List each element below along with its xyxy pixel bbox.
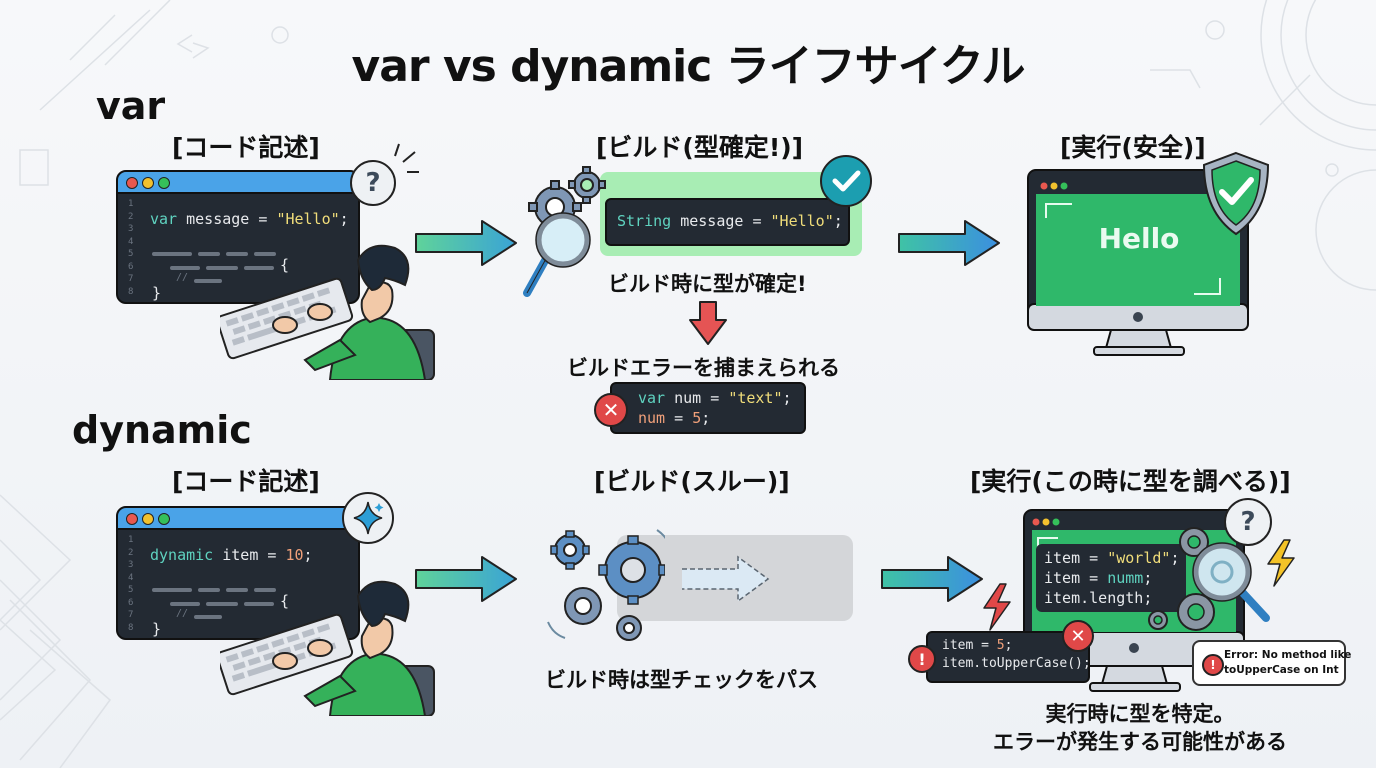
alert-icon: ! (908, 645, 936, 673)
code-placeholder (244, 266, 274, 270)
var-section-label: var (96, 84, 166, 128)
runtime-inspect-icon (1148, 527, 1270, 631)
error-x-icon: ✕ (1062, 620, 1094, 652)
code-placeholder (226, 588, 248, 592)
close-brace: } (152, 620, 162, 638)
close-dot-icon (126, 177, 138, 189)
question-bubble-icon: ? (1224, 498, 1272, 546)
build-typed-code: String message = "Hello"; (605, 198, 850, 246)
code-line-dynamic-declaration: dynamic item = 10; (150, 546, 313, 564)
code-placeholder (206, 602, 238, 606)
build-error-code: var num = "text"; num = 5; (610, 382, 806, 434)
gears-magnifier-icon (523, 166, 606, 297)
maximize-dot-icon (158, 513, 170, 525)
error-message: Error: No method like toUpperCase on Int (1224, 649, 1352, 676)
lightning-warning-icon (1267, 539, 1295, 587)
open-brace: { (280, 256, 290, 274)
flow-arrow-icon (415, 556, 517, 602)
maximize-dot-icon (158, 177, 170, 189)
code-placeholder (198, 252, 220, 256)
var-step-build-label: [ビルド(型確定!)] (596, 133, 804, 162)
code-placeholder (194, 615, 222, 619)
run-caption-line2: エラーが発生する可能性がある (993, 730, 1287, 754)
code-placeholder (244, 602, 274, 606)
run-caption-line1: 実行時に型を特定。 (1045, 702, 1235, 726)
error-x-icon: ✕ (594, 393, 628, 427)
code-placeholder (152, 588, 192, 592)
code-placeholder (254, 588, 276, 592)
sparkle-bubble-icon (342, 492, 394, 544)
flow-arrow-icon (898, 220, 1000, 266)
close-brace: } (152, 284, 162, 302)
shield-check-icon (1202, 151, 1270, 236)
down-arrow-icon (689, 301, 727, 345)
editor-titlebar (118, 172, 358, 194)
code-placeholder (254, 252, 276, 256)
var-step-run-label: [実行(安全)] (1060, 133, 1206, 162)
editor-titlebar (118, 508, 358, 530)
dynamic-run-caption: 実行時に型を特定。 エラーが発生する可能性がある (940, 700, 1340, 756)
var-error-caption: ビルドエラーを捕まえられる (567, 356, 840, 380)
spinning-gears-icon (547, 529, 665, 641)
var-build-caption: ビルド時に型が確定! (608, 272, 807, 296)
minimize-dot-icon (142, 177, 154, 189)
run-output-text: Hello (1098, 222, 1180, 255)
code-placeholder (170, 602, 200, 606)
lightning-error-icon (983, 583, 1011, 631)
sparkle-lines-icon (394, 143, 419, 173)
code-placeholder (206, 266, 238, 270)
open-brace: { (280, 592, 290, 610)
code-comment: // (176, 272, 189, 283)
dynamic-step-code-label: [コード記述] (172, 467, 320, 496)
check-circle-icon (820, 155, 872, 207)
page-title: var vs dynamic ライフサイクル (351, 41, 1026, 92)
code-placeholder (226, 252, 248, 256)
alert-icon: ! (1202, 654, 1224, 676)
error-tooltip: ! Error: No method like toUpperCase on I… (1192, 640, 1351, 686)
dynamic-section-label: dynamic (72, 408, 252, 452)
developer-illustration (220, 580, 435, 716)
code-line-var-declaration: var message = "Hello"; (150, 210, 349, 228)
code-placeholder (152, 252, 192, 256)
dashed-arrow-icon (682, 555, 770, 603)
flow-arrow-icon (415, 220, 517, 266)
code-placeholder (194, 279, 222, 283)
close-dot-icon (126, 513, 138, 525)
minimize-dot-icon (142, 513, 154, 525)
question-bubble-icon: ? (350, 160, 396, 206)
dynamic-step-run-label: [実行(この時に型を調べる)] (970, 467, 1291, 496)
var-step-code-label: [コード記述] (172, 133, 320, 162)
dynamic-step-build-label: [ビルド(スルー)] (594, 467, 790, 496)
code-placeholder (170, 266, 200, 270)
run-monitor (1027, 169, 1249, 356)
runtime-code: item = "world"; item = numm; item.length… (1036, 544, 1186, 612)
dynamic-build-caption: ビルド時は型チェックをパス (545, 668, 818, 692)
flow-arrow-icon (881, 556, 983, 602)
code-placeholder (198, 588, 220, 592)
code-comment: // (176, 608, 189, 619)
developer-illustration (220, 244, 435, 380)
